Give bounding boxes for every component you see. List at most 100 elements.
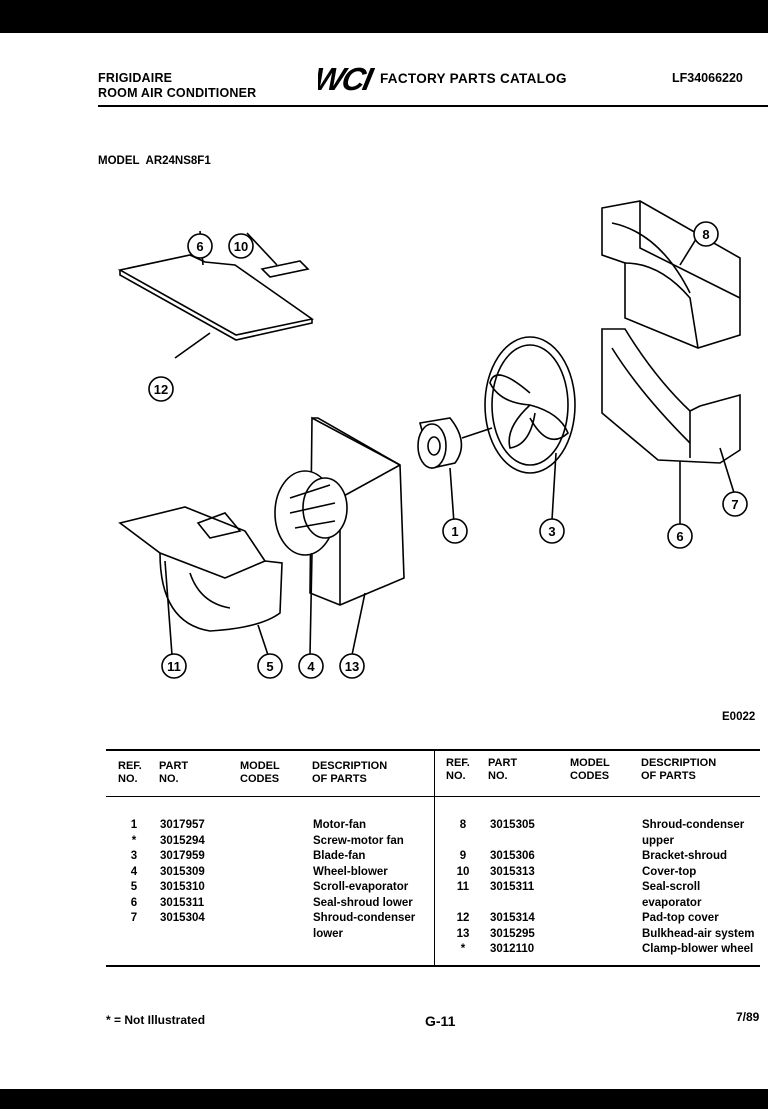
table-cell-desc: Motor-fan: [313, 819, 367, 831]
table-cell-ref: 7: [130, 912, 138, 924]
callout-7: 7: [722, 491, 748, 517]
callout-6: 6: [667, 523, 693, 549]
table-cell-ref: 1: [130, 819, 138, 831]
svg-text:8: 8: [702, 227, 709, 242]
table-cell-ref: 8: [459, 819, 467, 831]
product-name: ROOM AIR CONDITIONER: [98, 86, 257, 100]
wci-logo: WCI: [318, 61, 376, 95]
footnote: * = Not Illustrated: [106, 1013, 206, 1027]
table-cell-ref: 13: [456, 927, 470, 940]
table-cell-part: 3015294: [160, 834, 205, 847]
svg-text:6: 6: [676, 529, 683, 544]
table-cell-part: 3015305: [490, 819, 535, 831]
callout-12: 12: [148, 376, 174, 402]
model-label: MODEL: [98, 155, 140, 167]
callout-8: 8: [693, 221, 719, 247]
table-header-rule: [106, 796, 760, 797]
table-cell-desc: Clamp-blower wheel: [642, 943, 754, 955]
table-cell-ref: 5: [130, 881, 138, 893]
table-cell-desc: Seal-scroll: [642, 881, 701, 893]
table-cell-part: 3015313: [490, 865, 535, 878]
model-line: MODEL AR24NS8F1: [98, 155, 211, 167]
shroud-lower-part: [601, 328, 741, 528]
table-bottom-rule: [106, 965, 760, 967]
table-cell-desc: Shroud-condenser: [313, 912, 416, 924]
date: 7/89: [736, 1010, 760, 1024]
callout-3: 3: [539, 518, 565, 544]
table-cell-part: 3017959: [160, 850, 205, 862]
callout-10: 6: [187, 233, 213, 259]
table-cell-part: 3015304: [160, 912, 205, 924]
table-top-rule: [106, 749, 760, 751]
table-cell-part: 3015314: [490, 912, 535, 924]
table-column-divider: [434, 749, 435, 965]
svg-text:4: 4: [307, 659, 315, 674]
callout-1: 1: [442, 518, 468, 544]
header-ref: REF.NO.: [118, 760, 142, 785]
table-cell-ref: 12: [456, 912, 470, 924]
model-number: AR24NS8F1: [145, 155, 211, 167]
table-cell-ref: 4: [130, 865, 138, 878]
svg-text:6: 6: [196, 239, 203, 254]
table-cell-desc: Wheel-blower: [313, 865, 388, 878]
header-rule: [98, 105, 768, 107]
svg-text:10: 10: [234, 239, 248, 254]
catalog-title: FACTORY PARTS CATALOG: [380, 71, 567, 86]
table-cell-desc: Shroud-condenser: [642, 819, 745, 831]
bracket-shroud-part: [246, 232, 310, 278]
table-cell-desc: upper: [642, 834, 674, 847]
header-ref-right: REF.NO.: [446, 757, 470, 782]
brand-block: FRIGIDAIRE ROOM AIR CONDITIONER: [98, 71, 256, 101]
table-cell-ref: 10: [456, 865, 470, 878]
diagram-code: E0022: [722, 711, 756, 723]
page-number: G-11: [425, 1013, 456, 1029]
table-cell-desc: Scroll-evaporator: [313, 881, 409, 893]
svg-text:7: 7: [731, 497, 738, 512]
table-cell-desc: Seal-shroud lower: [313, 896, 413, 909]
table-cell-desc: Blade-fan: [313, 850, 366, 862]
blower-wheel-part: [274, 470, 348, 656]
table-cell-part: 3015311: [490, 881, 535, 893]
callout-5: 5: [257, 653, 283, 679]
fan-blade-part: [484, 336, 576, 521]
svg-text:11: 11: [167, 659, 181, 674]
svg-text:1: 1: [451, 524, 458, 539]
table-cell-ref: 9: [459, 850, 467, 862]
table-cell-desc: evaporator: [642, 896, 702, 909]
svg-text:3: 3: [548, 524, 555, 539]
table-cell-part: 3015306: [490, 850, 535, 862]
catalog-page: FRIGIDAIRE ROOM AIR CONDITIONER WCI FACT…: [0, 33, 768, 1089]
table-cell-ref: 3: [130, 850, 138, 862]
table-cell-ref: 6: [130, 896, 138, 909]
bulkhead-part: [309, 416, 405, 656]
table-cell-part: 3015295: [490, 927, 535, 940]
table-cell-desc: Pad-top cover: [642, 912, 719, 924]
scroll-evaporator-part: [118, 506, 283, 656]
table-cell-part: 3015310: [160, 881, 205, 893]
table-cell-part: 3012110: [490, 943, 535, 955]
cover-top-part: [117, 230, 314, 359]
callout-9: 10: [228, 233, 254, 259]
svg-text:13: 13: [345, 659, 359, 674]
table-cell-part: 3015309: [160, 865, 205, 878]
brand-name: FRIGIDAIRE: [98, 71, 173, 85]
svg-text:12: 12: [154, 382, 168, 397]
catalog-number: LF34066220: [672, 71, 743, 85]
table-cell-desc: Bulkhead-air system: [642, 927, 755, 940]
shroud-upper-part: [601, 200, 741, 349]
svg-text:5: 5: [266, 659, 273, 674]
table-cell-ref: *: [131, 834, 137, 847]
table-cell-ref: *: [460, 943, 466, 955]
table-cell-part: 3015311: [160, 896, 205, 909]
table-cell-part: 3017957: [160, 819, 205, 831]
table-cell-desc: Screw-motor fan: [313, 834, 404, 847]
callout-4: 4: [298, 653, 324, 679]
logo-text: WCI: [318, 61, 376, 95]
callout-13: 13: [339, 653, 365, 679]
motor-fan-part: [417, 417, 493, 524]
